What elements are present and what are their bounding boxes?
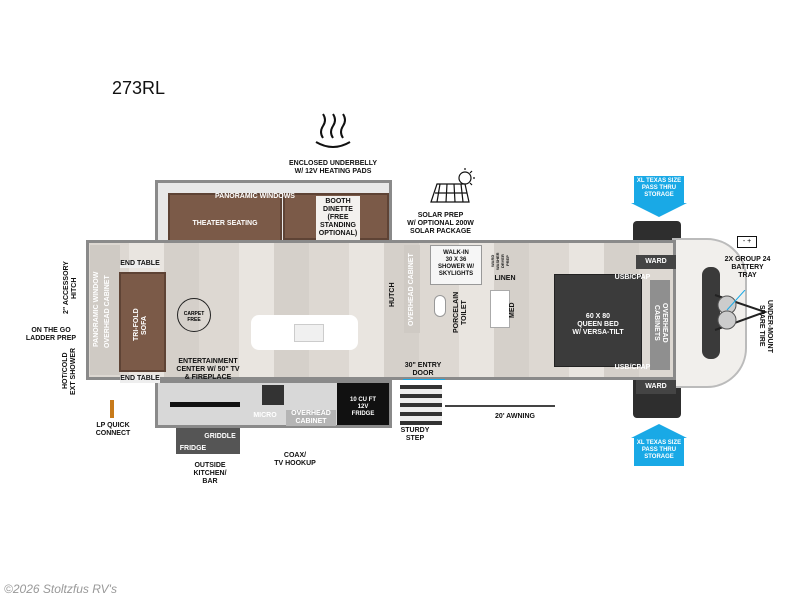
end-table-top: END TABLE (120, 260, 160, 268)
panoramic-windows-label: PANORAMIC WINDOWS (215, 193, 295, 200)
hutch-label: HUTCH (389, 282, 396, 308)
bed-label: 60 X 80 QUEEN BED W/ VERSA-TILT (572, 313, 624, 336)
ward-bottom: WARD (636, 380, 676, 394)
mid-overhead-cabinet (404, 245, 420, 333)
carpet-free-badge: CARPET FREE (177, 298, 211, 332)
tri-fold-sofa (119, 272, 166, 372)
toilet-label: PORCELAIN TOILET (453, 291, 468, 334)
fridge (337, 383, 389, 425)
griddle-label: GRIDDLE (204, 433, 236, 440)
spare-tire-icon (714, 290, 769, 331)
washer-dryer-label: WARD WASHER DRYER PREP (490, 252, 510, 270)
arrow-down-icon (631, 203, 687, 217)
linen-label: LINEN (494, 275, 516, 282)
bath-sink (490, 290, 510, 328)
solar-panel-icon (430, 168, 475, 203)
lp-label: LP QUICK CONNECT (95, 422, 131, 437)
toilet-icon (434, 295, 446, 317)
storage-callout-bottom: XL TEXAS SIZE PASS THRU STORAGE (634, 438, 684, 466)
entry-door-label: 30" ENTRY DOOR (404, 362, 442, 377)
entry-steps (400, 385, 442, 425)
queen-bed (554, 274, 642, 367)
front-window (702, 267, 720, 359)
accessory-hitch-label: 2" ACCESSORY HITCH (63, 261, 78, 315)
usb-cpap-top: USB/CPAP (614, 274, 651, 281)
ward-top: WARD (636, 255, 676, 269)
shower (430, 245, 482, 285)
sink-icon (294, 324, 324, 342)
usb-cpap-bottom: USB/CPAP (614, 364, 651, 371)
outside-kitchen (176, 428, 240, 454)
shower-label: WALK-IN 30 X 36 SHOWER W/ SKYLIGHTS (438, 250, 474, 277)
battery-label: 2X GROUP 24 BATTERY TRAY (724, 256, 771, 279)
fridge-label: 10 CU FT 12V FRIDGE (349, 397, 376, 417)
dinette-table (316, 196, 360, 240)
theater-seating (168, 193, 282, 243)
coax-label: COAX/ TV HOOKUP (274, 452, 316, 467)
outside-fridge-label: FRIDGE (179, 445, 207, 452)
panoramic-window-label: PANORAMIC WINDOW (93, 271, 100, 348)
overhead-cabinet-rear-label: OVERHEAD CABINET (104, 275, 111, 349)
overhead-cabinets-front-label: OVERHEAD CABINETS (653, 303, 668, 343)
booth-dinette-label: BOOTH DINETTE (FREE STANDING OPTIONAL) (318, 198, 358, 237)
watermark: ©2026 Stoltzfus RV's (4, 582, 117, 596)
underbelly-label: ENCLOSED UNDERBELLY W/ 12V HEATING PADS (288, 160, 378, 175)
lp-connect-icon (110, 400, 114, 418)
ext-shower-label: HOT/COLD EXT SHOWER (62, 347, 77, 395)
entertainment-label: ENTERTAINMENT CENTER W/ 50" TV & FIREPLA… (176, 358, 240, 381)
ladder-label: ON THE GO LADDER PREP (25, 327, 77, 342)
overhead-cabinet-kitchen-label: OVERHEAD CABINET (286, 410, 336, 426)
awning (445, 405, 555, 407)
microwave (262, 385, 284, 405)
front-overhead-cabinets (650, 280, 670, 370)
model-title: 273RL (112, 78, 166, 98)
storage-callout-top: XL TEXAS SIZE PASS THRU STORAGE (634, 176, 684, 204)
theater-seating-label: THEATER SEATING (192, 220, 258, 227)
heat-icon (315, 113, 351, 148)
sofa-label: TRI-FOLD SOFA (133, 308, 148, 342)
arrow-up-icon (631, 424, 687, 438)
entry-door-width (403, 379, 445, 380)
med-label: MED (509, 302, 516, 318)
step-label: STURDY STEP (400, 427, 430, 442)
awning-label: 20' AWNING (495, 413, 535, 420)
end-table-bottom: END TABLE (120, 375, 160, 383)
solar-label: SOLAR PREP W/ OPTIONAL 200W SOLAR PACKAG… (407, 212, 474, 235)
micro-label: MICRO (253, 412, 277, 419)
rear-cabinet (90, 245, 120, 375)
battery-icon: - + (737, 236, 757, 248)
spare-tire-label: UNDER-MOUNT SPARE TIRE (758, 299, 773, 353)
fireplace (170, 402, 240, 407)
outside-kitchen-label: OUTSIDE KITCHEN/ BAR (193, 462, 227, 485)
overhead-cabinet-mid-label: OVERHEAD CABINET (408, 253, 415, 327)
